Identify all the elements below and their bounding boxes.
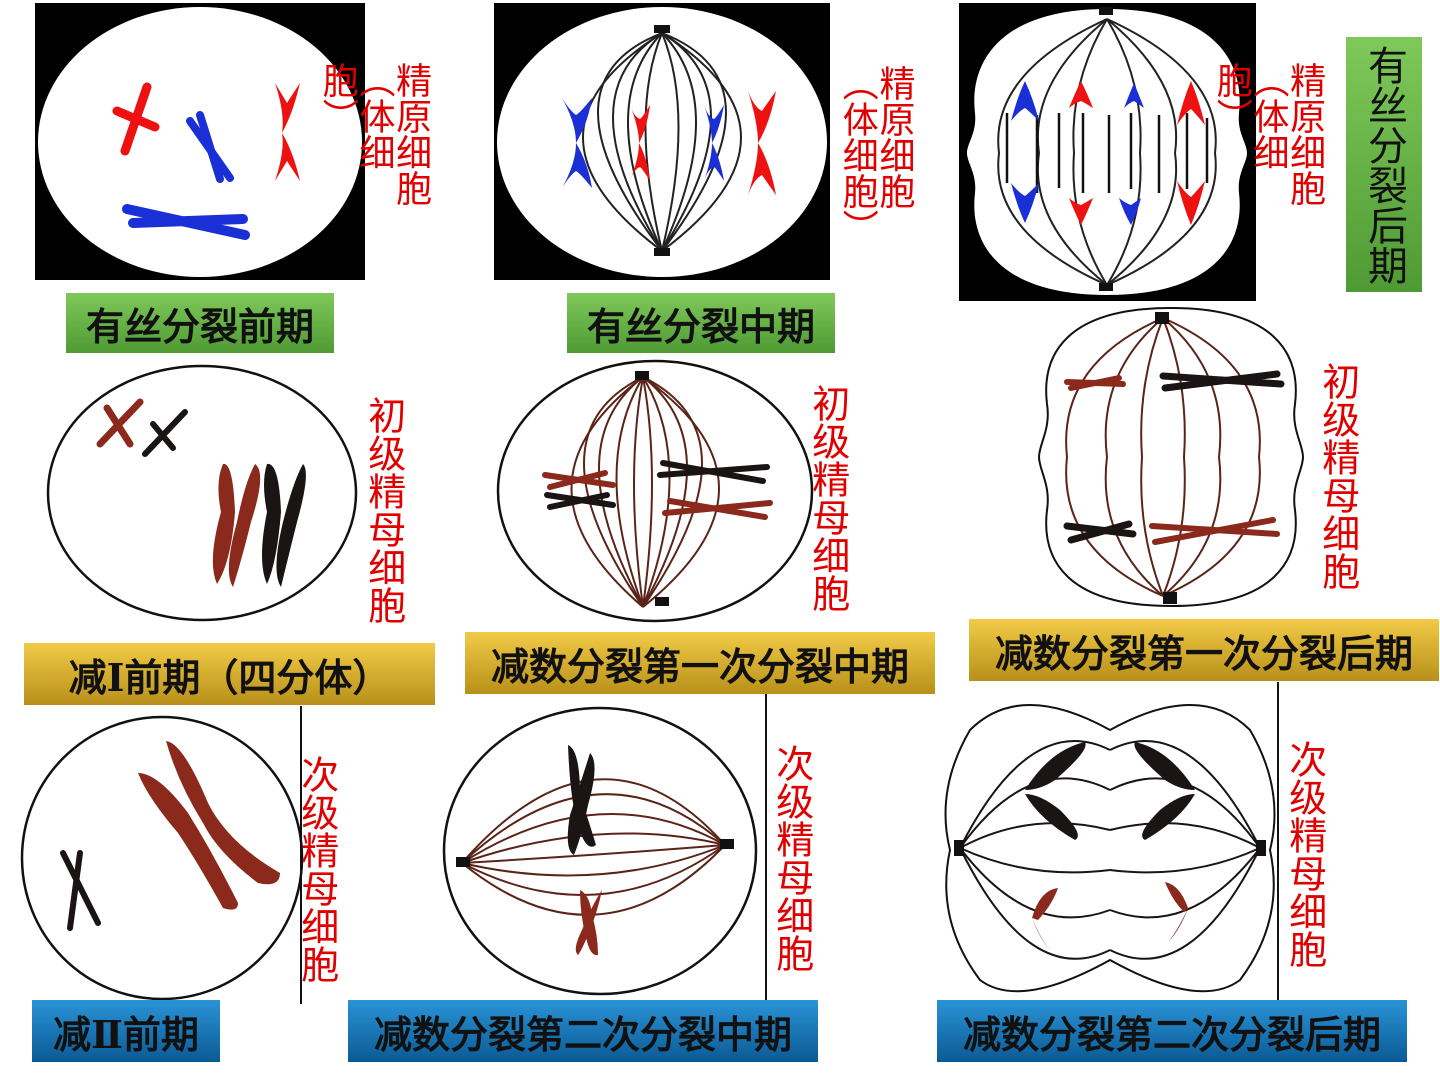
meiosis2-prophase-tag: 减Ⅱ前期: [32, 1000, 220, 1062]
mitosis-metaphase-cell-image: [494, 3, 830, 280]
label-line-2: （体细: [1247, 62, 1289, 170]
meiosis1-prophase-tag: 减Ⅰ前期（四分体）: [24, 643, 435, 705]
mitosis-anaphase-tag: 有丝分裂后期: [1346, 37, 1422, 292]
meiosis2-metaphase-tag: 减数分裂第二次分裂中期: [348, 1000, 818, 1062]
divider-line: [765, 694, 767, 1000]
primary-spermatocyte-label: 初级精母细胞: [1315, 362, 1360, 590]
meiosis2-prophase-cell-image: [18, 713, 306, 1003]
meiosis1-prophase-cell-image: [45, 362, 360, 624]
primary-spermatocyte-label: 初级精母细胞: [805, 384, 850, 612]
secondary-spermatocyte-label: 次级精母细胞: [1282, 740, 1327, 968]
meiosis2-anaphase-cell-image: [940, 690, 1280, 1002]
mitosis-anaphase-cell-image: [959, 3, 1256, 301]
meiosis1-anaphase-cell-image: [1037, 304, 1305, 610]
secondary-spermatocyte-label: 次级精母细胞: [294, 755, 339, 983]
label-line-1: 精原细胞: [390, 62, 432, 206]
label-line-1: 精原细胞: [1284, 62, 1326, 206]
divider-line: [300, 706, 302, 1004]
meiosis1-metaphase-tag: 减数分裂第一次分裂中期: [465, 632, 935, 694]
mitosis-metaphase-tag: 有丝分裂中期: [567, 293, 835, 353]
divider-line: [1277, 682, 1279, 1002]
meiosis1-metaphase-cell-image: [495, 355, 815, 627]
meiosis2-anaphase-tag: 减数分裂第二次分裂后期: [937, 1000, 1407, 1062]
spermatogonium-label: 精原细胞 （体细 胞）: [316, 62, 432, 302]
label-line-3: 胞）: [316, 62, 358, 134]
meiosis2-metaphase-cell-image: [440, 705, 760, 997]
primary-spermatocyte-label: 初级精母细胞: [361, 396, 406, 624]
mitosis-prophase-tag: 有丝分裂前期: [66, 293, 334, 353]
label-line-2: （体细胞）: [836, 65, 878, 245]
spermatogonium-label: 精原细胞 （体细胞）: [836, 65, 915, 285]
spermatogonium-label: 精原细胞 （体细 胞）: [1210, 62, 1326, 302]
label-line-2: （体细: [353, 62, 395, 170]
meiosis1-anaphase-tag: 减数分裂第一次分裂后期: [969, 619, 1439, 681]
secondary-spermatocyte-label: 次级精母细胞: [769, 744, 814, 972]
mitosis-prophase-cell-image: [35, 3, 365, 280]
label-line-1: 精原细胞: [873, 65, 915, 209]
label-line-3: 胞）: [1210, 62, 1252, 134]
